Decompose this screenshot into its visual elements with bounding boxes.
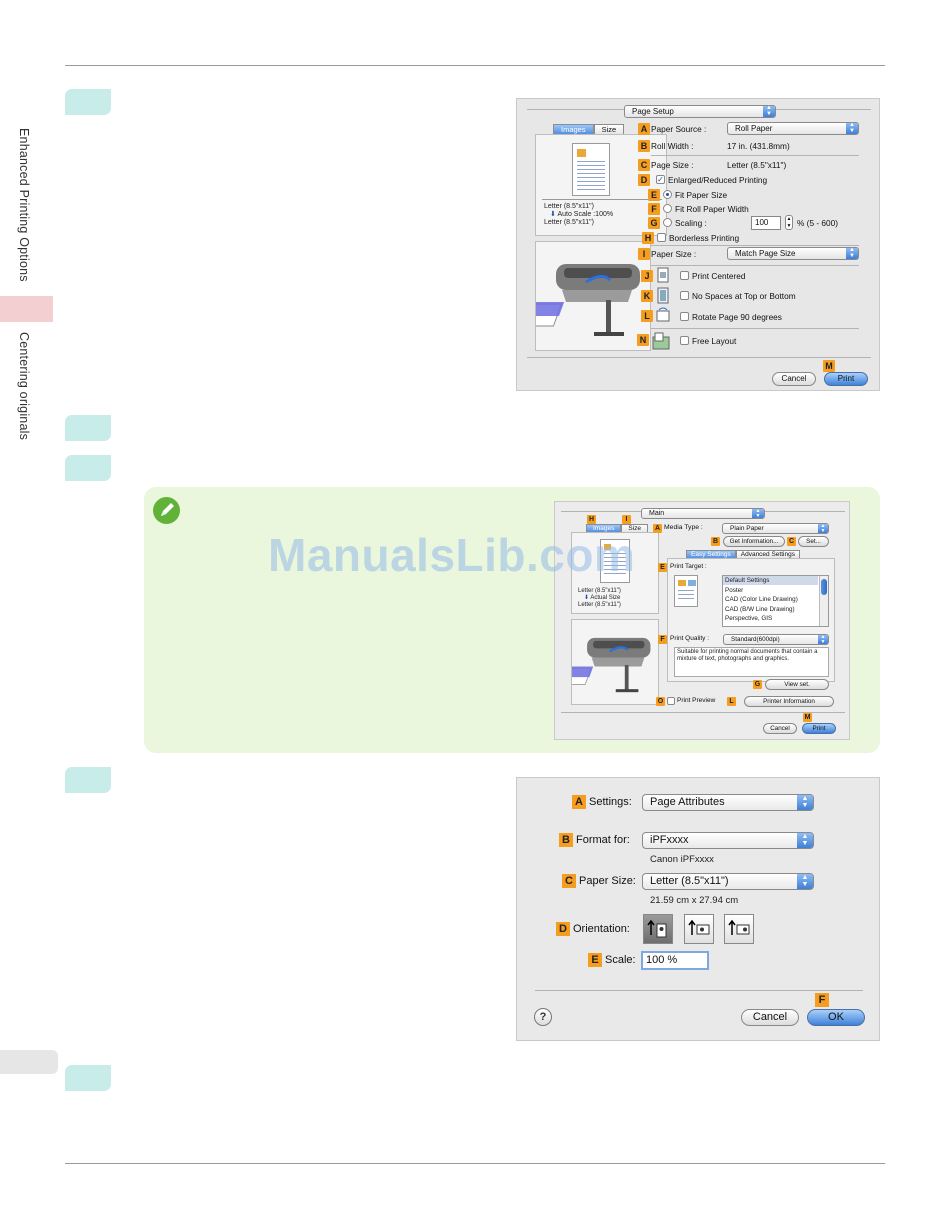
chevron-updown-icon: ▲▼	[846, 247, 858, 259]
print-quality-select[interactable]: Standard(600dpi)▲▼	[723, 634, 829, 645]
quality-description: Suitable for printing normal documents t…	[674, 647, 829, 677]
landscape-right-icon	[728, 919, 750, 935]
portrait-icon	[647, 919, 667, 938]
scaling-input[interactable]: 100	[751, 216, 781, 230]
chevron-updown-icon: ▲▼	[763, 105, 775, 117]
orientation-landscape-right-button[interactable]	[724, 914, 754, 944]
format-for-select[interactable]: iPFxxxx▲▼	[642, 832, 814, 849]
ok-button[interactable]: OK	[807, 1009, 865, 1026]
page-attributes-dialog: A Settings: Page Attributes▲▼ B Format f…	[516, 777, 880, 1041]
roll-width-value: 17 in. (431.8mm)	[727, 141, 790, 151]
arrow-down-icon: ⬇	[584, 595, 590, 601]
arrow-down-icon: ⬇	[550, 211, 556, 218]
fit-roll-radio[interactable]	[663, 204, 672, 213]
cancel-button[interactable]: Cancel	[763, 723, 797, 734]
tab-size[interactable]: Size	[593, 124, 625, 136]
printer-icon	[554, 637, 651, 693]
orientation-portrait-button[interactable]	[643, 914, 673, 944]
chevron-updown-icon: ▲▼	[818, 635, 828, 644]
free-layout-icon	[651, 331, 671, 351]
paper-source-select[interactable]: Roll Paper▲▼	[727, 122, 859, 135]
section-label: Centering originals	[17, 332, 31, 441]
print-centered-icon	[655, 267, 671, 285]
orientation-landscape-left-button[interactable]	[684, 914, 714, 944]
cancel-button[interactable]: Cancel	[741, 1009, 799, 1026]
pencil-note-icon	[153, 497, 180, 524]
scaling-stepper[interactable]: ▲▼	[785, 215, 793, 230]
cancel-button[interactable]: Cancel	[772, 372, 816, 386]
view-set-button[interactable]: View set.	[765, 679, 829, 690]
printer-model: Canon iPFxxxx	[650, 854, 714, 865]
chapter-label: Enhanced Printing Options	[17, 128, 31, 282]
chevron-updown-icon: ▲▼	[846, 122, 858, 134]
step-marker-3	[65, 455, 111, 481]
print-button[interactable]: Print	[802, 723, 836, 734]
list-item[interactable]: CAD (B/W Line Drawing)	[725, 605, 795, 613]
landscape-left-icon	[688, 919, 710, 935]
enlarged-checkbox[interactable]: ✓	[656, 175, 665, 184]
list-item[interactable]: CAD (Color Line Drawing)	[725, 596, 798, 604]
scaling-radio[interactable]	[663, 218, 672, 227]
chevron-updown-icon: ▲▼	[818, 524, 828, 533]
print-target-icon	[674, 575, 698, 607]
chevron-updown-icon: ▲▼	[752, 509, 764, 518]
fit-paper-radio[interactable]	[663, 190, 672, 199]
printer-information-button[interactable]: Printer Information	[744, 696, 834, 707]
printer-icon	[512, 264, 640, 336]
paper-size-select[interactable]: Match Page Size▲▼	[727, 247, 859, 260]
free-layout-checkbox[interactable]	[680, 336, 689, 345]
step-marker-5	[65, 1065, 111, 1091]
step-marker-2	[65, 415, 111, 441]
main-page-preview-panel: Letter (8.5"x11") ⬇ Actual Size Letter (…	[571, 532, 659, 614]
print-preview-checkbox[interactable]	[667, 697, 675, 705]
watermark: ManualsLib.com	[268, 529, 636, 581]
easy-settings-panel: E Print Target : Default Settings Poster…	[658, 558, 835, 682]
page-size-value: Letter (8.5"x11")	[727, 160, 787, 170]
page-thumbnail	[600, 539, 630, 583]
header-rule	[65, 65, 885, 66]
step-marker-1	[65, 89, 111, 115]
paper-size-select[interactable]: Letter (8.5"x11")▲▼	[642, 873, 814, 890]
print-button[interactable]: Print	[824, 372, 868, 386]
get-information-button[interactable]: Get Information...	[723, 536, 785, 547]
page-setup-dialog: Page Setup▲▼ Images Size Letter (8.5"x11…	[512, 98, 880, 391]
list-scrollbar[interactable]	[819, 576, 828, 626]
main-driver-dialog: Main▲▼ H I Images Size Letter (8.5"x11")…	[554, 501, 850, 740]
page-number-tab	[0, 1050, 58, 1074]
list-item[interactable]: Perspective, GIS	[725, 615, 773, 623]
footer-rule	[65, 1163, 885, 1164]
rotate-icon	[655, 307, 671, 325]
scale-input[interactable]: 100 %	[641, 951, 709, 970]
chevron-updown-icon: ▲▼	[797, 833, 813, 848]
page-setup-select[interactable]: Page Setup▲▼	[624, 105, 776, 118]
step-marker-4	[65, 767, 111, 793]
borderless-checkbox[interactable]	[657, 233, 666, 242]
chevron-updown-icon: ▲▼	[797, 874, 813, 889]
paper-dimensions: 21.59 cm x 27.94 cm	[650, 895, 739, 906]
print-centered-checkbox[interactable]	[680, 271, 689, 280]
settings-select[interactable]: Page Attributes▲▼	[642, 794, 814, 811]
chevron-updown-icon: ▲▼	[797, 795, 813, 810]
media-type-select[interactable]: Plain Paper▲▼	[722, 523, 829, 534]
main-printer-illustration-panel	[554, 619, 659, 705]
print-target-list[interactable]: Default Settings Poster CAD (Color Line …	[722, 575, 829, 627]
list-item[interactable]: Poster	[725, 586, 744, 594]
printer-illustration-panel	[512, 241, 651, 351]
set-button[interactable]: Set...	[798, 536, 829, 547]
help-button[interactable]: ?	[534, 1008, 552, 1026]
side-marker	[0, 296, 53, 322]
images-size-tabs: Images Size	[553, 124, 625, 136]
rotate-checkbox[interactable]	[680, 312, 689, 321]
no-spaces-icon	[655, 287, 671, 305]
page-thumbnail	[572, 143, 610, 196]
list-item[interactable]: Default Settings	[725, 577, 770, 584]
main-select[interactable]: Main▲▼	[641, 508, 765, 519]
no-spaces-checkbox[interactable]	[680, 291, 689, 300]
